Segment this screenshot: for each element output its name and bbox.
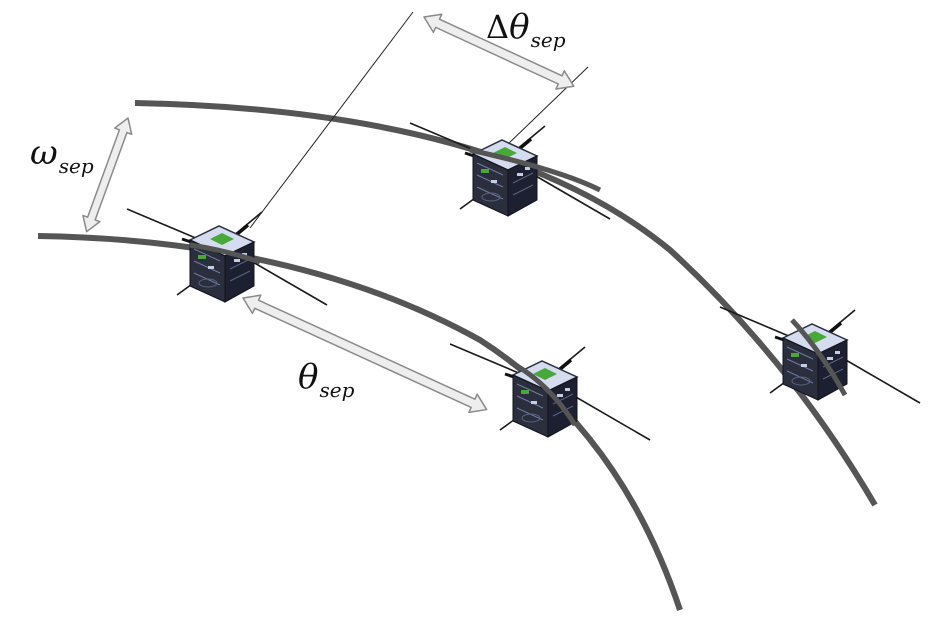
delta-theta-sep-label: Δθsep [486, 10, 566, 50]
delta-theta-subscript: sep [530, 28, 566, 52]
omega-sep-label: ωsep [30, 136, 94, 176]
theta-subscript: sep [319, 378, 355, 402]
double-headed-arrow-theta [242, 294, 488, 414]
delta-symbol: Δ [486, 8, 510, 46]
omega-symbol: ω [30, 133, 58, 173]
delta-theta-symbol: θ [509, 7, 530, 47]
omega-subscript: sep [58, 154, 94, 178]
outer-orbit-path [134, 100, 878, 507]
double-headed-arrow-omega [82, 117, 133, 233]
theta-symbol: θ [298, 357, 319, 397]
delta-theta-connector-left [249, 11, 414, 229]
double-headed-arrow-delta-theta [423, 13, 575, 90]
inner-orbit-overlay-2 [508, 359, 578, 427]
theta-sep-label: θsep [298, 360, 354, 400]
outer-orbit-overlay-2 [790, 318, 848, 397]
outer-orbit-overlay [469, 147, 602, 193]
cubesat-icon [125, 207, 329, 307]
delta-theta-connector-right [504, 66, 589, 148]
inner-orbit-overlay [189, 242, 261, 265]
inner-orbit-path [37, 233, 683, 611]
